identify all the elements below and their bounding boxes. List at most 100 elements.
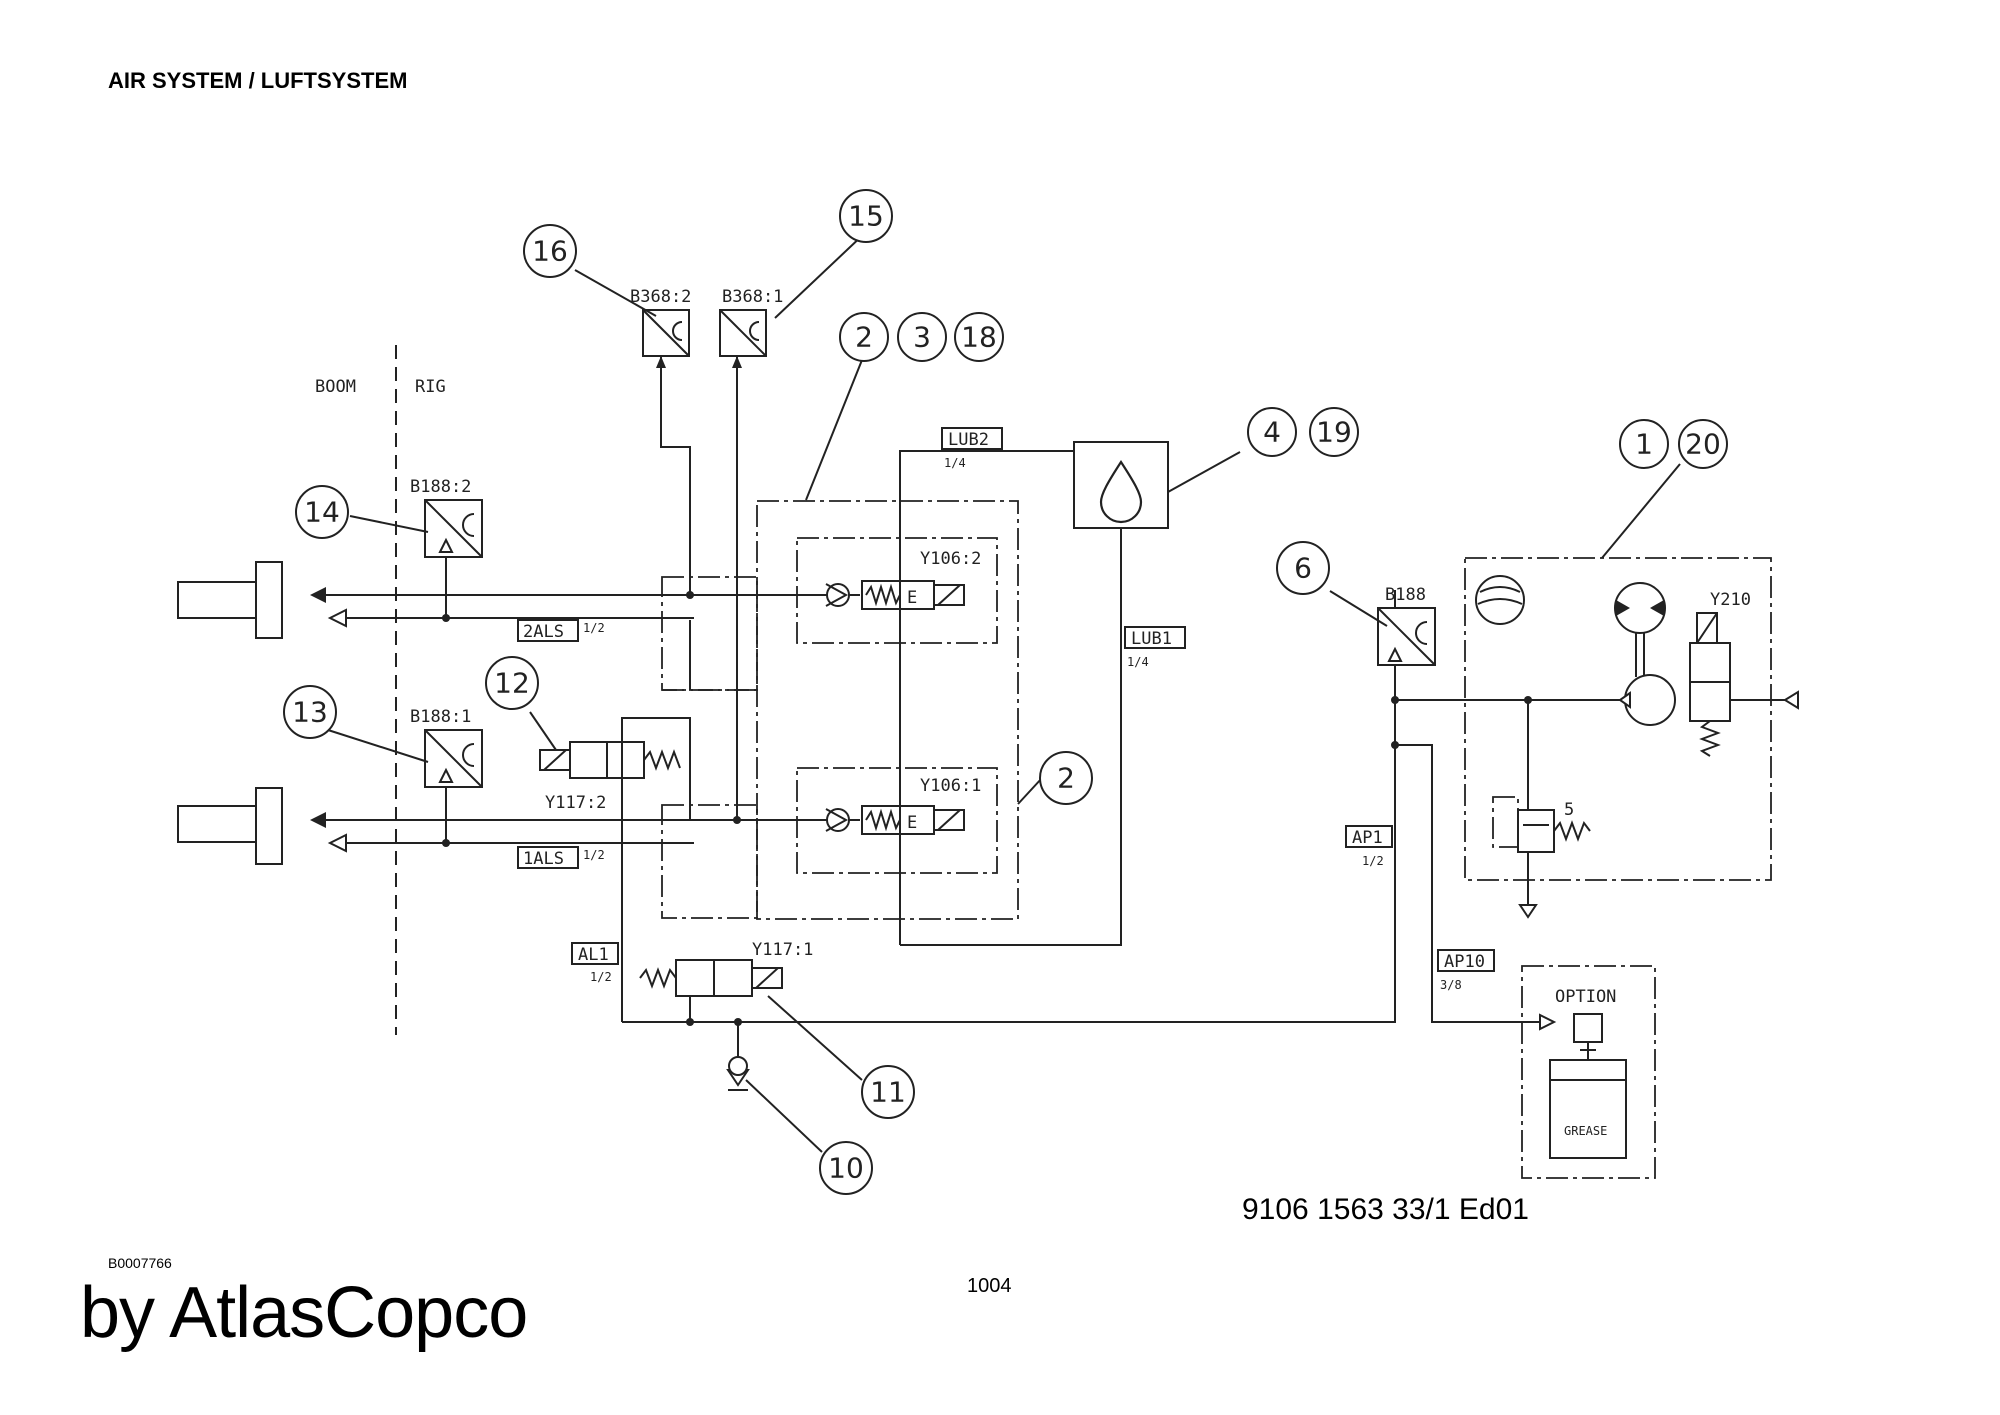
- zone-label-boom: BOOM: [315, 377, 356, 397]
- pressure-sensor-b368-1: [719, 309, 767, 368]
- valve-assembly-outline: [756, 500, 1019, 920]
- svg-text:10: 10: [828, 1152, 864, 1185]
- svg-text:1/2: 1/2: [583, 848, 605, 862]
- exhaust-icon: [1518, 904, 1538, 919]
- pressure-sensor-b188-2: [424, 499, 483, 622]
- pressure-sensor-b188-1: [424, 729, 483, 847]
- balloon-1: 1: [1619, 419, 1669, 469]
- drawing-number: 9106 1563 33/1 Ed01: [1242, 1193, 1529, 1226]
- svg-text:AP10: AP10: [1444, 952, 1485, 972]
- option-label: OPTION: [1555, 987, 1616, 1007]
- cylinder-lower: [177, 787, 283, 865]
- page-number: 1004: [967, 1275, 1012, 1297]
- svg-text:14: 14: [304, 496, 340, 529]
- svg-text:13: 13: [292, 696, 328, 729]
- balloon-13: 13: [283, 685, 337, 739]
- pressure-sensor-b188: [1377, 607, 1436, 666]
- svg-text:18: 18: [961, 321, 997, 354]
- line-tag-lub1: LUB1 1/4: [1124, 626, 1186, 669]
- solenoid-valve-y106-2: E: [825, 580, 965, 610]
- svg-text:LUB1: LUB1: [1131, 629, 1172, 649]
- line-tag-1als: 1ALS 1/2: [517, 846, 605, 869]
- compressor-unit-outline: [1464, 557, 1772, 881]
- tag-y117-1: Y117:1: [752, 940, 813, 960]
- balloon-6: 6: [1276, 541, 1330, 595]
- svg-text:2ALS: 2ALS: [523, 622, 564, 642]
- air-inlet-arrow: [1783, 690, 1799, 710]
- relief-valve-5: [1492, 796, 1591, 853]
- check-valve-10: [726, 1056, 750, 1091]
- svg-text:AP1: AP1: [1352, 828, 1383, 848]
- svg-text:3: 3: [913, 321, 931, 354]
- zone-label-rig: RIG: [415, 377, 446, 397]
- tag-y106-1: Y106:1: [920, 776, 981, 796]
- svg-text:6: 6: [1294, 552, 1312, 585]
- svg-text:E: E: [907, 588, 917, 608]
- cylinder-upper: [177, 561, 283, 639]
- balloon-11: 11: [861, 1065, 915, 1119]
- balloon-2-right: 2: [1039, 751, 1093, 805]
- line-tag-2als: 2ALS 1/2: [517, 619, 605, 642]
- svg-text:12: 12: [494, 667, 530, 700]
- arrow-lower-supply: [310, 812, 326, 828]
- line-tag-ap10: AP10 3/8: [1437, 949, 1495, 992]
- arrow-upper-return: [327, 608, 347, 628]
- grease-option-outline: [1521, 965, 1656, 1179]
- svg-text:19: 19: [1316, 416, 1352, 449]
- solenoid-valve-y106-2-outline: [796, 537, 998, 644]
- svg-text:1ALS: 1ALS: [523, 849, 564, 869]
- svg-text:2: 2: [855, 321, 873, 354]
- compressor-motor-icon: [1614, 582, 1666, 677]
- svg-text:15: 15: [848, 200, 884, 233]
- tag-b368-1: B368:1: [722, 287, 783, 307]
- brand-footer: by AtlasCopco: [80, 1273, 528, 1353]
- tag-b188: B188: [1385, 585, 1426, 605]
- tag-b188-2: B188:2: [410, 477, 471, 497]
- svg-text:3/8: 3/8: [1440, 978, 1462, 992]
- valve-y117-1: [639, 959, 783, 997]
- balloon-3: 3: [897, 312, 947, 362]
- tag-y117-2: Y117:2: [545, 793, 606, 813]
- oil-drop-icon: [1099, 459, 1143, 524]
- svg-text:1/2: 1/2: [590, 970, 612, 984]
- svg-text:E: E: [907, 813, 917, 833]
- balloon-18: 18: [954, 312, 1004, 362]
- svg-text:1/2: 1/2: [1362, 854, 1384, 868]
- tag-y106-2: Y106:2: [920, 549, 981, 569]
- balloon-4: 4: [1247, 407, 1297, 457]
- svg-text:1/4: 1/4: [1127, 655, 1149, 669]
- svg-text:16: 16: [532, 235, 568, 268]
- page-title: AIR SYSTEM / LUFTSYSTEM: [108, 68, 408, 93]
- valve-y210: [1689, 612, 1731, 757]
- balloon-2-top: 2: [839, 312, 889, 362]
- balloon-16: 16: [523, 224, 577, 278]
- fan-icon: [1475, 575, 1525, 625]
- svg-text:1/2: 1/2: [583, 621, 605, 635]
- arrow-upper-supply: [310, 587, 326, 603]
- tag-b368-2: B368:2: [630, 287, 691, 307]
- balloon-14: 14: [295, 485, 349, 539]
- label-5: 5: [1564, 800, 1574, 820]
- grease-tank: [1549, 1013, 1627, 1159]
- svg-text:4: 4: [1263, 416, 1281, 449]
- svg-text:LUB2: LUB2: [948, 430, 989, 450]
- line-tag-ap1: AP1 1/2: [1345, 825, 1393, 868]
- grease-inlet-arrow: [1539, 1013, 1557, 1031]
- svg-text:20: 20: [1685, 428, 1721, 461]
- pressure-sensor-b368-2: [642, 309, 690, 368]
- line-tag-al1: AL1 1/2: [571, 942, 619, 984]
- grease-label: GREASE: [1564, 1124, 1607, 1138]
- tag-b188-1: B188:1: [410, 707, 471, 727]
- arrow-lower-return: [327, 833, 347, 853]
- document-code: B0007766: [108, 1255, 172, 1271]
- balloon-20: 20: [1678, 419, 1728, 469]
- balloon-19: 19: [1309, 407, 1359, 457]
- line-tag-lub2: LUB2 1/4: [941, 427, 1003, 470]
- valve-y117-2: [539, 741, 681, 779]
- svg-text:1: 1: [1635, 428, 1653, 461]
- balloon-15: 15: [839, 189, 893, 243]
- tag-y210: Y210: [1710, 590, 1751, 610]
- svg-text:1/4: 1/4: [944, 456, 966, 470]
- solenoid-valve-y106-1: E: [825, 805, 965, 835]
